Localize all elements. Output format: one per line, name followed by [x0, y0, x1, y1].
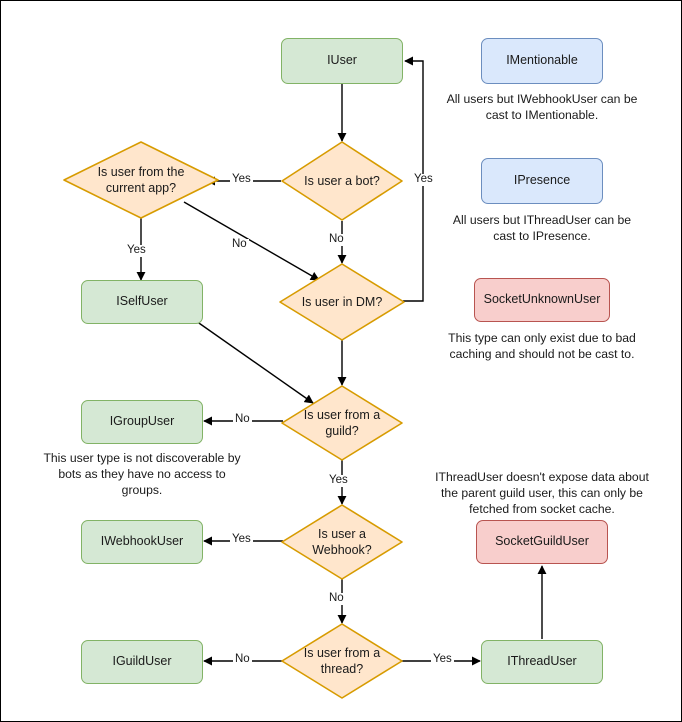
node-socketunknownuser-label: SocketUnknownUser: [483, 292, 601, 307]
note-socketunknownuser: This type can only exist due to bad cach…: [448, 331, 636, 362]
node-iguilduser-label: IGuildUser: [112, 654, 172, 669]
edge-label-isguild-no: No: [233, 413, 252, 426]
edge-label-isguild-yes: Yes: [327, 474, 350, 487]
edge-label-iscurrentapp-yes: Yes: [125, 244, 148, 257]
decision-is-user-from-current-app-label: Is user from the current app?: [97, 164, 185, 195]
note-igroupuser: This user type is not discoverable by bo…: [43, 451, 241, 498]
node-igroupuser-label: IGroupUser: [109, 414, 175, 429]
decision-is-user-in-dm[interactable]: Is user in DM?: [279, 263, 405, 341]
diamond-shape: [281, 385, 403, 461]
edge-label-isthread-no: No: [233, 653, 252, 666]
decision-is-user-from-thread-label: Is user from a thread?: [303, 645, 381, 676]
node-iselfuser[interactable]: ISelfUser: [81, 280, 203, 324]
note-ipresence: All users but IThreadUser can be cast to…: [452, 213, 632, 244]
diamond-shape: [281, 504, 403, 580]
edge-label-isdm-yes: Yes: [412, 173, 435, 186]
decision-is-user-a-bot-label: Is user a bot?: [304, 173, 380, 188]
diamond-shape: [63, 141, 219, 219]
edge-label-iscurrentapp-no: No: [230, 238, 249, 251]
decision-is-user-from-guild-label: Is user from a guild?: [303, 407, 381, 438]
edge-label-isbot-no: No: [327, 233, 346, 246]
edge-label-isbot-yes: Yes: [230, 173, 253, 186]
node-iuser[interactable]: IUser: [281, 38, 403, 84]
note-ithreaduser: IThreadUser doesn't expose data about th…: [435, 470, 649, 517]
diamond-shape: [281, 623, 403, 699]
node-imentionable-label: IMentionable: [506, 53, 578, 68]
node-iwebhookuser[interactable]: IWebhookUser: [81, 520, 203, 564]
decision-is-user-a-webhook[interactable]: Is user a Webhook?: [281, 504, 403, 580]
decision-is-user-a-webhook-label: Is user a Webhook?: [312, 526, 372, 557]
diamond-shape: [281, 141, 403, 221]
node-iuser-label: IUser: [327, 53, 357, 68]
node-socketguilduser[interactable]: SocketGuildUser: [476, 520, 608, 564]
node-igroupuser[interactable]: IGroupUser: [81, 400, 203, 444]
edge-label-isthread-yes: Yes: [431, 653, 454, 666]
node-iguilduser[interactable]: IGuildUser: [81, 640, 203, 684]
node-ipresence-label: IPresence: [513, 173, 571, 188]
decision-is-user-a-bot[interactable]: Is user a bot?: [281, 141, 403, 221]
decision-is-user-from-current-app[interactable]: Is user from the current app?: [63, 141, 219, 219]
node-ipresence[interactable]: IPresence: [481, 158, 603, 204]
edge-label-iswebhook-yes: Yes: [230, 533, 253, 546]
note-imentionable: All users but IWebhookUser can be cast t…: [446, 92, 638, 123]
edge-label-iswebhook-no: No: [327, 592, 346, 605]
node-iwebhookuser-label: IWebhookUser: [100, 534, 184, 549]
decision-is-user-from-thread[interactable]: Is user from a thread?: [281, 623, 403, 699]
node-iselfuser-label: ISelfUser: [116, 294, 168, 309]
node-ithreaduser-label: IThreadUser: [507, 654, 577, 669]
node-imentionable[interactable]: IMentionable: [481, 38, 603, 84]
node-socketguilduser-label: SocketGuildUser: [495, 534, 589, 549]
decision-is-user-in-dm-label: Is user in DM?: [301, 294, 383, 309]
node-socketunknownuser[interactable]: SocketUnknownUser: [474, 278, 610, 322]
diamond-shape: [279, 263, 405, 341]
decision-is-user-from-guild[interactable]: Is user from a guild?: [281, 385, 403, 461]
node-ithreaduser[interactable]: IThreadUser: [481, 640, 603, 684]
